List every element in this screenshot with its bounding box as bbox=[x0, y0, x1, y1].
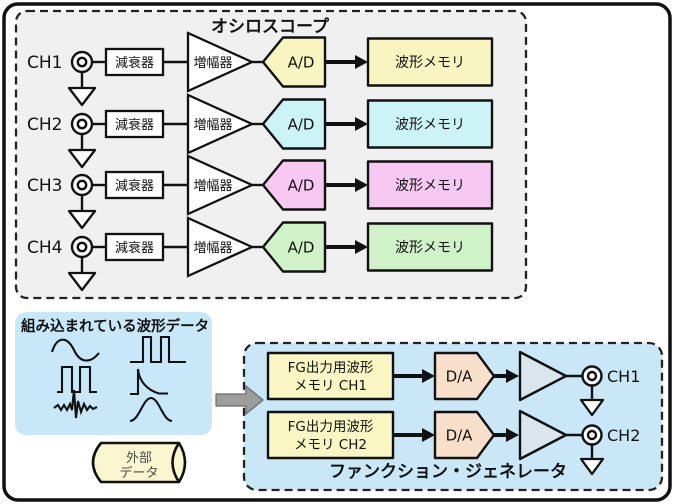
arrow-head-icon bbox=[506, 428, 519, 442]
external-data-label-line2: データ bbox=[119, 465, 158, 481]
fg-memory-box bbox=[266, 410, 395, 460]
wavelet-icon bbox=[53, 389, 98, 419]
attenuator-label: 減衰器 bbox=[115, 240, 154, 256]
square-wave-icon bbox=[57, 365, 97, 394]
waveform-memory-box bbox=[366, 99, 494, 149]
waveform-memory-label: 波形メモリ bbox=[395, 55, 465, 71]
waveform-memory-box bbox=[366, 160, 494, 210]
waveform-memory-label: 波形メモリ bbox=[395, 240, 465, 256]
amplifier-label: 増幅器 bbox=[193, 179, 232, 194]
ground-icon bbox=[67, 86, 97, 107]
oscilloscope-title: オシロスコープ bbox=[211, 16, 330, 37]
bnc-connector-inner bbox=[76, 179, 88, 191]
fg-memory-label-line2: メモリ CH1 bbox=[294, 378, 367, 394]
arrow-head-icon bbox=[506, 369, 519, 383]
osc-channel-row-1: CH1 減衰器 増幅器 A/D 波形メモリ bbox=[27, 31, 494, 107]
amplifier-label: 増幅器 bbox=[193, 241, 232, 256]
amplifier-triangle bbox=[186, 216, 255, 278]
external-data-shape: 外部 データ bbox=[91, 441, 187, 484]
sine-wave-icon bbox=[50, 338, 100, 362]
channel-label: CH4 bbox=[27, 238, 62, 258]
ramp-wave-icon bbox=[130, 368, 168, 396]
fg-memory-label-line1: FG出力用波形 bbox=[288, 360, 374, 376]
amplifier-triangle bbox=[518, 350, 568, 402]
attenuator-label: 減衰器 bbox=[115, 55, 154, 71]
dac-pentagon bbox=[433, 410, 496, 460]
adc-label: A/D bbox=[288, 116, 315, 134]
channel-label: CH1 bbox=[27, 53, 62, 73]
bnc-connector-inner bbox=[76, 241, 88, 253]
ground-icon bbox=[67, 148, 97, 169]
adc-label: A/D bbox=[288, 239, 315, 257]
dac-pentagon bbox=[433, 351, 496, 401]
builtin-waveforms-title: 組み込まれている波形データ bbox=[21, 317, 209, 335]
external-data-label-line1: 外部 bbox=[126, 451, 152, 466]
amplifier-triangle bbox=[518, 409, 568, 461]
fg-channel-row-1: FG出力用波形 メモリ CH1 D/A CH1 bbox=[266, 350, 640, 417]
arrow-head-icon bbox=[355, 178, 368, 192]
ground-icon bbox=[67, 271, 97, 292]
ground-icon bbox=[579, 457, 605, 476]
arrow-head-icon bbox=[422, 428, 435, 442]
adc-label: A/D bbox=[288, 177, 315, 195]
waveform-memory-box bbox=[366, 222, 494, 272]
ground-icon bbox=[67, 209, 97, 230]
waveform-memory-label: 波形メモリ bbox=[395, 178, 465, 194]
arrow-head-icon bbox=[355, 55, 368, 69]
fg-output-label: CH1 bbox=[607, 367, 640, 386]
bnc-connector-inner bbox=[586, 429, 598, 441]
amplifier-label: 増幅器 bbox=[193, 56, 232, 71]
pulse-wave-icon bbox=[130, 335, 186, 364]
waveform-memory-label: 波形メモリ bbox=[395, 117, 465, 133]
external-data-rim bbox=[171, 442, 181, 483]
bnc-connector-inner bbox=[76, 118, 88, 130]
amplifier-triangle bbox=[186, 154, 255, 216]
fg-output-label: CH2 bbox=[607, 426, 640, 445]
fg-channel-row-2: FG出力用波形 メモリ CH2 D/A CH2 bbox=[266, 409, 640, 476]
fg-memory-label-line2: メモリ CH2 bbox=[294, 437, 367, 453]
gaussian-pulse-icon bbox=[129, 396, 173, 423]
osc-channel-row-4: CH4 減衰器 増幅器 A/D 波形メモリ bbox=[27, 216, 494, 292]
attenuator-box bbox=[104, 232, 165, 262]
bnc-connector-inner bbox=[76, 56, 88, 68]
dac-label: D/A bbox=[446, 368, 474, 386]
ground-icon bbox=[579, 398, 605, 417]
transfer-arrow-icon bbox=[215, 384, 264, 416]
bnc-connector-inner bbox=[586, 370, 598, 382]
amplifier-triangle bbox=[186, 31, 255, 93]
function-generator-title: ファンクション・ジェネレータ bbox=[329, 462, 567, 482]
adc-label: A/D bbox=[288, 54, 315, 72]
attenuator-label: 減衰器 bbox=[115, 178, 154, 194]
oscilloscope-panel: オシロスコープ CH1 減衰器 増幅器 A/D 波形メモリ CH2 bbox=[14, 9, 528, 300]
osc-channel-row-2: CH2 減衰器 増幅器 A/D 波形メモリ bbox=[27, 93, 494, 169]
waveform-memory-box bbox=[366, 37, 494, 87]
amplifier-label: 増幅器 bbox=[193, 118, 232, 133]
function-generator-panel: ファンクション・ジェネレータ FG出力用波形 メモリ CH1 D/A CH1 F… bbox=[242, 341, 664, 492]
arrow-head-icon bbox=[422, 369, 435, 383]
fg-memory-label-line1: FG出力用波形 bbox=[288, 419, 374, 435]
arrow-head-icon bbox=[355, 240, 368, 254]
osc-channel-row-3: CH3 減衰器 増幅器 A/D 波形メモリ bbox=[27, 154, 494, 230]
builtin-waveforms-panel: 組み込まれている波形データ bbox=[15, 312, 212, 435]
attenuator-label: 減衰器 bbox=[115, 117, 154, 133]
channel-label: CH3 bbox=[27, 176, 62, 196]
arrow-head-icon bbox=[355, 117, 368, 131]
amplifier-triangle bbox=[186, 93, 255, 155]
channel-label: CH2 bbox=[27, 115, 62, 135]
dac-label: D/A bbox=[446, 427, 474, 445]
